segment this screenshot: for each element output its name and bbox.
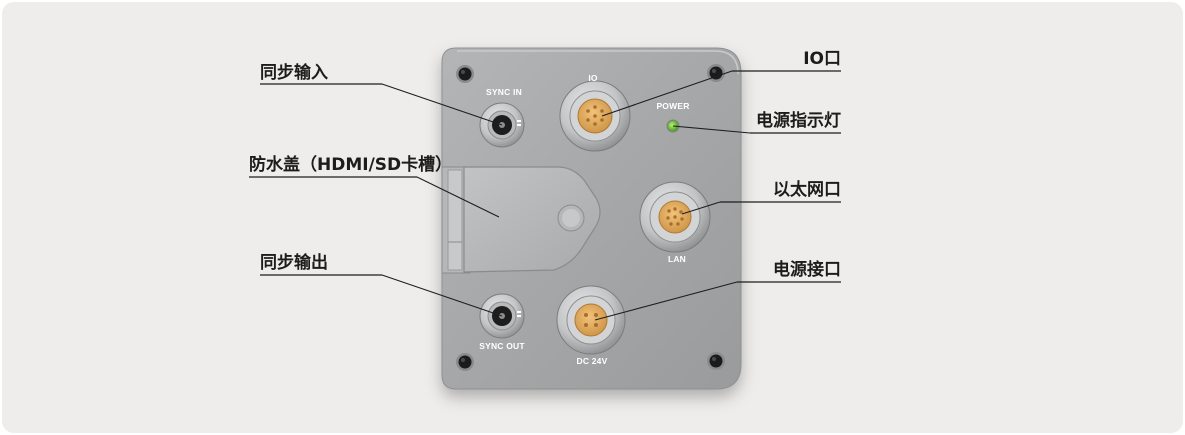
- callout-sync-in-label: 同步输入: [260, 62, 328, 83]
- callout-sync-in: 同步输入: [260, 62, 503, 126]
- dc-power-connector: [556, 285, 626, 355]
- callout-sync-out: 同步输出: [260, 252, 503, 317]
- io-plate-label: IO: [588, 73, 598, 83]
- lan-plate-label: LAN: [668, 254, 686, 264]
- lan-connector: [639, 181, 711, 253]
- callout-io-port: IO口: [601, 49, 841, 117]
- callout-waterproof-cover: 防水盖（HDMI/SD卡槽）: [249, 154, 500, 218]
- callout-io-port-label: IO口: [803, 49, 841, 69]
- screw-top-left-icon: [456, 65, 474, 83]
- callout-power-port: 电源接口: [594, 259, 841, 321]
- callout-power-indicator-label: 电源指示灯: [756, 110, 841, 131]
- sync-in-plate-label: SYNC IN: [486, 87, 522, 97]
- screw-top-right-icon: [707, 64, 725, 82]
- dc-plate-label: DC 24V: [577, 356, 608, 366]
- screw-bottom-right-icon: [707, 352, 725, 370]
- callout-sync-out-label: 同步输出: [260, 252, 328, 273]
- callout-ethernet-port-label: 以太网口: [773, 179, 841, 200]
- callout-power-indicator: 电源指示灯: [672, 110, 841, 134]
- screw-bottom-left-icon: [456, 353, 474, 371]
- power-plate-label: POWER: [656, 101, 689, 111]
- sync-out-plate-label: SYNC OUT: [479, 341, 525, 351]
- waterproof-cover: [441, 166, 601, 274]
- callout-waterproof-cover-label: 防水盖（HDMI/SD卡槽）: [249, 154, 452, 175]
- callout-ethernet-port: 以太网口: [681, 179, 841, 215]
- callout-power-port-label: 电源接口: [773, 259, 841, 280]
- io-connector: [559, 80, 631, 152]
